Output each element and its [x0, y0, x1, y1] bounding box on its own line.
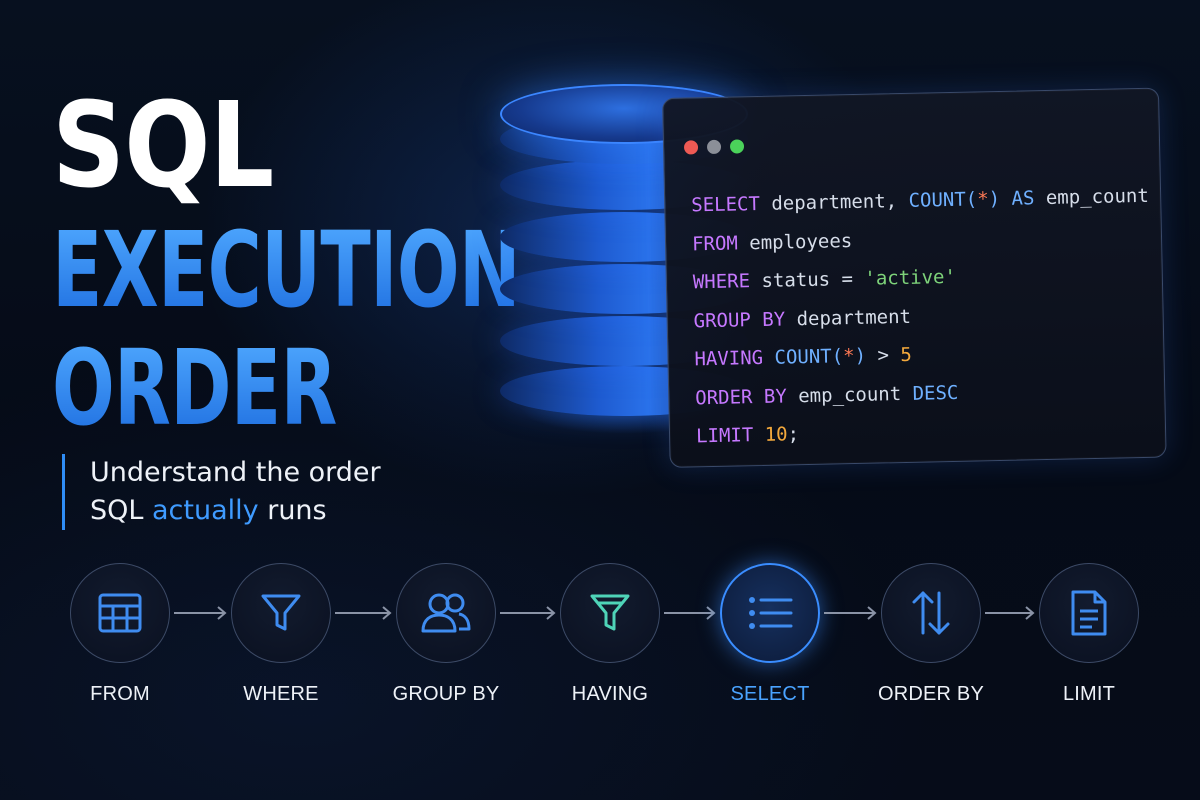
code-token: GROUP BY [693, 307, 786, 332]
code-token: DESC [912, 381, 959, 405]
code-token: WHERE [692, 270, 751, 294]
code-token: department [784, 305, 912, 330]
flow-step-label: FROM [90, 683, 150, 705]
flow-step-from: FROM [20, 563, 220, 706]
document-icon [1039, 563, 1139, 663]
flow-step-label: ORDER BY [877, 683, 985, 705]
code-token: employees [737, 229, 853, 254]
flow-step-label: SELECT [730, 683, 810, 705]
code-token: emp_count [786, 382, 913, 407]
code-token: ) [988, 187, 1012, 211]
code-token: FROM [691, 231, 739, 255]
list-icon [720, 563, 820, 663]
arrow-right-icon [664, 606, 716, 620]
subtitle-accent: actually [152, 495, 259, 526]
title-line-execution: EXECUTION [52, 209, 521, 331]
code-token: HAVING [694, 346, 764, 371]
code-token: LIMIT [695, 424, 754, 448]
close-dot-icon [683, 140, 699, 155]
code-token [753, 424, 765, 446]
flow-step-select: SELECT [670, 563, 870, 706]
arrow-right-icon [335, 606, 392, 620]
subtitle-line-2: SQL actually runs [90, 492, 381, 530]
maximize-dot-icon [729, 139, 745, 154]
code-line: LIMIT 10; [696, 408, 1154, 456]
code-token: COUNT( [908, 188, 978, 212]
window-controls [683, 139, 745, 155]
subtitle-pre: SQL [90, 495, 153, 526]
minimize-dot-icon [706, 139, 722, 155]
flow-step-group-by: GROUP BY [346, 563, 546, 706]
flow-step-order-by: ORDER BY [831, 563, 1031, 706]
execution-flow: FROM WHERE GROUP BY HAVING SELECT ORDER BY LIM… [0, 563, 1200, 723]
subtitle-line-1: Understand the order [90, 457, 381, 488]
sort-icon [881, 563, 981, 663]
code-token: status = [749, 267, 865, 293]
code-token: COUNT( [762, 345, 844, 369]
title-line-order: ORDER [52, 336, 520, 440]
flow-step-having: HAVING [510, 563, 710, 706]
code-token: ; [787, 423, 800, 446]
table-icon [70, 563, 170, 663]
flow-step-where: WHERE [181, 563, 381, 706]
flow-step-label: HAVING [571, 683, 649, 705]
arrow-right-icon [174, 606, 227, 620]
code-token: AS [1011, 187, 1035, 210]
title-block: SQL EXECUTION ORDER [52, 86, 711, 440]
title-line-sql: SQL [52, 76, 274, 214]
flow-step-label: WHERE [243, 683, 319, 705]
code-token: 10 [764, 423, 788, 446]
arrow-right-icon [824, 606, 877, 620]
code-block: SELECT department, COUNT(*) AS emp_count… [691, 177, 1154, 456]
subtitle-post: runs [258, 495, 327, 526]
code-window: SELECT department, COUNT(*) AS emp_count… [662, 87, 1167, 468]
code-token: 5 [900, 343, 913, 367]
subtitle: Understand the order SQL actually runs [62, 454, 381, 530]
code-token: emp_count [1034, 184, 1150, 210]
code-token: SELECT [691, 192, 761, 217]
filter-icon [560, 563, 660, 663]
flow-step-label: LIMIT [1062, 683, 1116, 705]
code-token: 'active' [864, 265, 957, 290]
arrow-right-icon [500, 606, 556, 620]
code-token: department, [759, 189, 909, 215]
flow-step-label: GROUP BY [392, 683, 500, 705]
users-icon [396, 563, 496, 663]
code-token: ORDER BY [695, 384, 788, 409]
arrow-right-icon [985, 606, 1035, 620]
code-token: > [865, 344, 901, 367]
code-token: * [842, 345, 855, 368]
code-token: ) [854, 344, 867, 368]
flow-step-limit: LIMIT [989, 563, 1189, 706]
filter-icon [231, 563, 331, 663]
